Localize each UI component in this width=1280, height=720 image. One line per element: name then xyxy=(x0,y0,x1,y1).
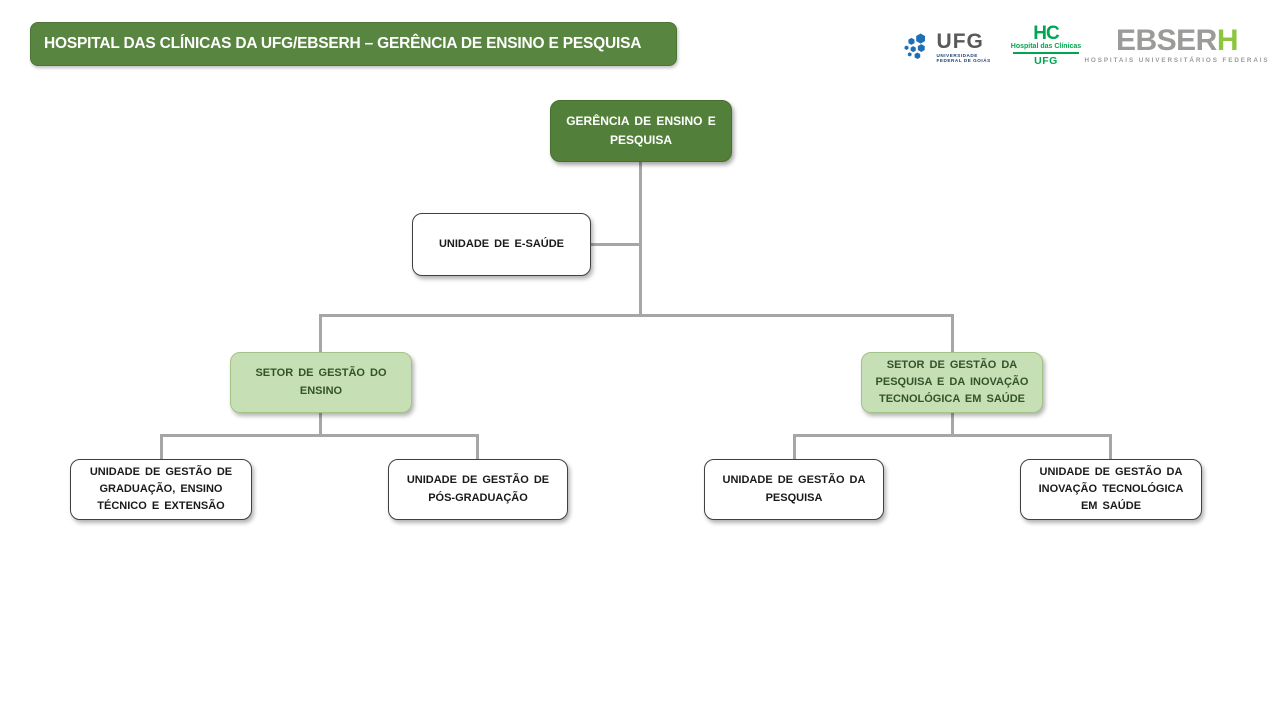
ufg-logo: UFG UNIVERSIDADE FEDERAL DE GOIÁS xyxy=(903,26,1005,68)
org-node-setor-gestao-pesquisa: SETOR DE GESTÃO DA PESQUISA E DA INOVAÇÃ… xyxy=(861,352,1043,413)
connector-left-branch xyxy=(160,434,479,437)
connector-main-branch xyxy=(319,314,954,317)
org-node-setor-gestao-ensino: SETOR DE GESTÃO DO ENSINO xyxy=(230,352,412,413)
ufg-acronym: UFG xyxy=(936,29,984,53)
ebserh-subtitle: HOSPITAIS UNIVERSITÁRIOS FEDERAIS xyxy=(1084,57,1270,64)
org-node-unidade-e-saude: UNIDADE DE E-SAÚDE xyxy=(412,213,591,276)
connector-esaude-horizontal xyxy=(591,243,640,246)
connector-inovacao-drop xyxy=(1109,434,1112,460)
page-title: HOSPITAL DAS CLÍNICAS DA UFG/EBSERH – GE… xyxy=(44,35,642,52)
connector-ensino-down xyxy=(319,413,322,436)
hc-logo: HC Hospital das Clínicas UFG xyxy=(1008,23,1084,69)
org-node-unidade-pos-graduacao: UNIDADE DE GESTÃO DE PÓS-GRADUAÇÃO xyxy=(388,459,568,520)
connector-setor-pesquisa-drop xyxy=(951,314,954,352)
ebserh-word-green: H xyxy=(1216,24,1239,57)
connector-unid-pesquisa-drop xyxy=(793,434,796,460)
org-node-unidade-pesquisa: UNIDADE DE GESTÃO DA PESQUISA xyxy=(704,459,884,520)
ebserh-word-gray: EBSER xyxy=(1115,24,1217,57)
connector-graduacao-drop xyxy=(160,434,163,460)
header-banner: HOSPITAL DAS CLÍNICAS DA UFG/EBSERH – GE… xyxy=(30,22,677,66)
hc-divider xyxy=(1013,51,1079,54)
hc-acronym: HC xyxy=(1033,23,1059,44)
ufg-hexagons-icon xyxy=(904,33,925,60)
connector-root-vertical xyxy=(639,162,642,317)
org-node-unidade-inovacao: UNIDADE DE GESTÃO DA INOVAÇÃO TECNOLÓGIC… xyxy=(1020,459,1202,520)
org-node-unidade-graduacao: UNIDADE DE GESTÃO DE GRADUAÇÃO, ENSINO T… xyxy=(70,459,252,520)
ufg-subtitle: UNIVERSIDADE FEDERAL DE GOIÁS xyxy=(936,52,991,63)
ebserh-logo: EBSERH HOSPITAIS UNIVERSITÁRIOS FEDERAIS xyxy=(1084,24,1267,67)
org-node-gerencia-ensino-pesquisa: GERÊNCIA DE ENSINO E PESQUISA xyxy=(550,100,732,162)
ufg-logo-text: UFG UNIVERSIDADE FEDERAL DE GOIÁS xyxy=(936,29,1005,63)
connector-pesquisa-down xyxy=(951,413,954,436)
ebserh-wordmark: EBSERH xyxy=(1115,24,1239,57)
hc-name: Hospital das Clínicas xyxy=(1010,43,1082,50)
connector-setor-ensino-drop xyxy=(319,314,322,352)
hc-institution: UFG xyxy=(1034,54,1058,67)
connector-pos-graduacao-drop xyxy=(476,434,479,460)
connector-right-branch xyxy=(793,434,1112,437)
